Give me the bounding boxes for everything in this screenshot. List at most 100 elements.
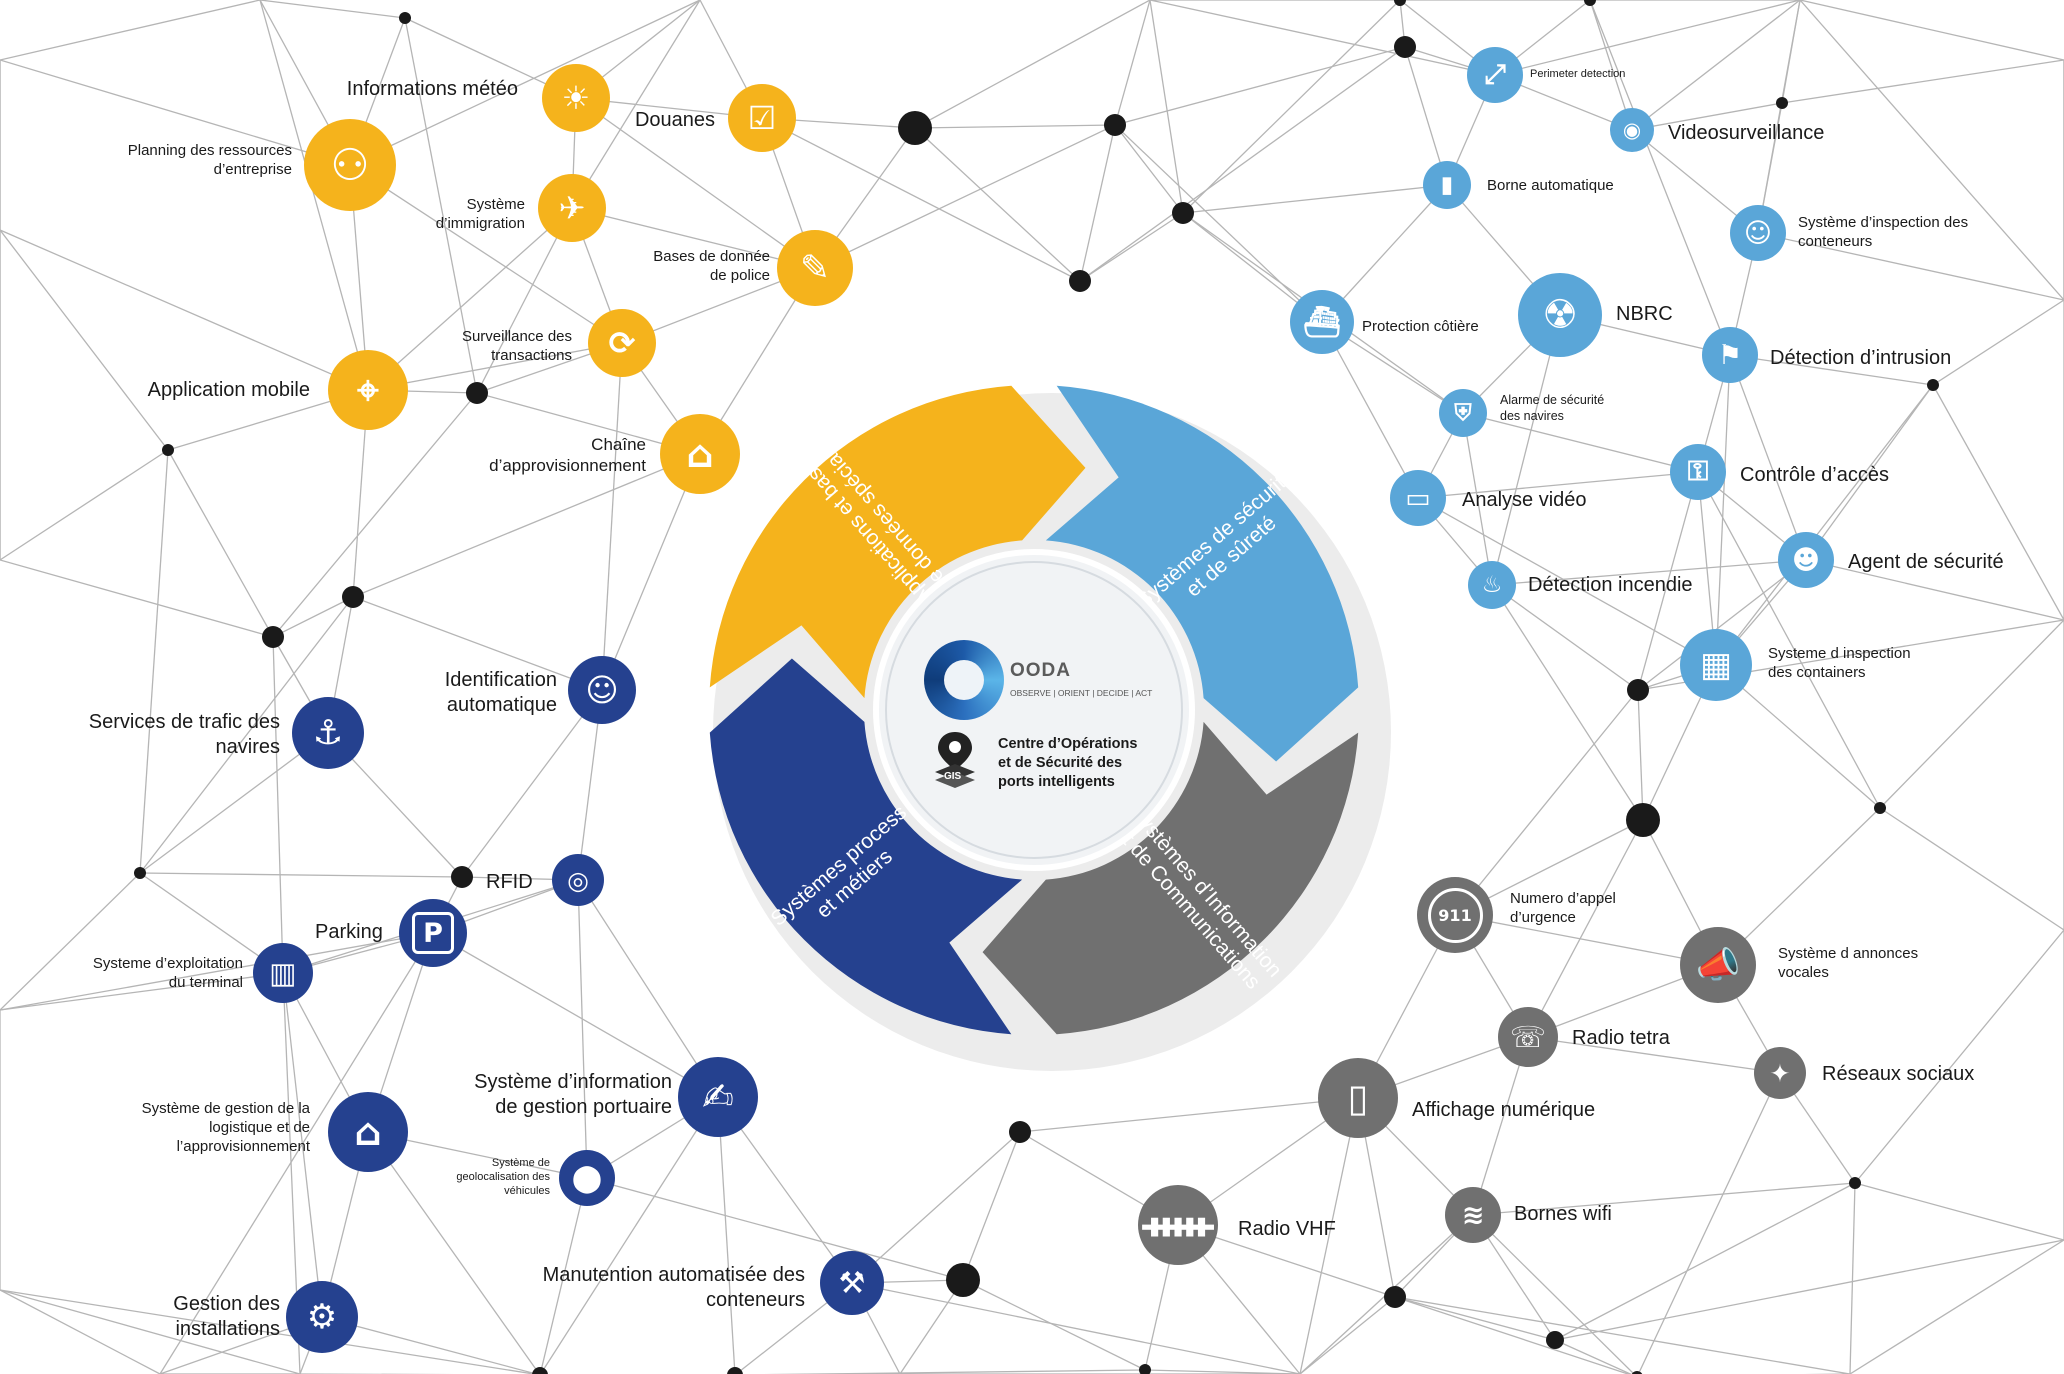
fire-icon: ♨ [1468,561,1516,609]
network-link [1879,619,2064,809]
label-annonces-line: vocales [1778,963,1829,981]
network-node [1584,0,1596,6]
network-node [946,1263,980,1297]
label-vts-line: navires [215,736,280,758]
label-social-line: Réseaux sociaux [1822,1063,1975,1085]
label-erp-line: d’entreprise [213,160,292,178]
network-link [571,207,816,269]
boat-icon: ⛴ [1290,290,1354,354]
label-cotiere-line: Protection côtière [1362,318,1479,335]
cycle-segment-info [982,721,1359,1035]
label-ais-line: automatique [446,694,557,716]
intrusion-icon: ⚑ [1702,327,1758,383]
network-link [1394,1296,1630,1374]
network-link [1491,314,1561,586]
monitor-icon: ▭ [1390,470,1446,526]
network-link [1079,124,1116,282]
megaphone-icon: 📣 [1680,927,1756,1003]
network-link [1182,0,1401,214]
label-pcs-line: Système d’information [474,1071,672,1093]
network-link [139,732,329,874]
network-link [272,392,478,638]
network-node [1631,1371,1643,1374]
network-link [1472,1182,1856,1216]
network-link [1799,0,2064,301]
label-police-line: de police [709,266,770,284]
network-link [0,229,169,451]
network-link [1472,1214,1635,1374]
network-link [571,0,701,209]
network-link [1799,0,2064,61]
label-pcs-line: de gestion portuaire [495,1096,672,1118]
cycle-segment-secu [1045,385,1359,762]
network-link [1554,1239,2064,1341]
network-link [139,596,354,874]
network-node [1627,679,1649,701]
network-link [272,596,354,638]
center-logo-hole [944,660,984,700]
passport-icon: ✈ [538,174,606,242]
ship-traffic-icon: ⚓ [292,697,364,769]
network-link [352,596,603,691]
network-link [1849,1182,1856,1374]
label-erp-line: Planning des ressources [127,142,292,159]
network-link [349,164,623,344]
network-link [1849,1239,2064,1374]
label-parking-line: Parking [315,921,383,943]
label-urgence-line: Numero d’appel [1510,890,1616,907]
network-node [1384,1286,1406,1308]
label-transactions-line: transactions [491,346,572,364]
network-node [262,626,284,648]
label-affichage: Affichage numérique [1412,1098,1595,1123]
network-link [1079,46,1406,282]
label-tos-line: Systeme d’exploitation [92,955,243,972]
emergency-911-icon: 911 [1417,877,1493,953]
network-node [727,1367,743,1374]
label-inspection-line: Système d’inspection des [1798,214,1969,231]
network-link [1491,559,1807,586]
network-link [0,872,141,1011]
mobile-icon: ⌖ [328,350,408,430]
label-supply-line: d’approvisionnement [489,456,646,476]
network-node [399,12,411,24]
label-incendie: Détection incendie [1528,573,1693,598]
gas-mask-icon: ☢ [1518,273,1602,357]
network-node [162,444,174,456]
network-link [1805,384,1934,561]
label-mobile: Application mobile [148,378,310,403]
parking-icon: P [399,899,467,967]
network-link [1527,819,1644,1038]
network-link [367,342,623,391]
network-node [1394,36,1416,58]
network-link [1454,914,1719,966]
network-link [914,124,1116,129]
location-pin-icon: ⬤ [559,1150,615,1206]
network-link [761,117,1081,282]
network-node [342,586,364,608]
cycle-segment-apps [709,385,1086,699]
network-link [1715,664,1881,809]
label-inspection-line: conteneurs [1798,232,1873,250]
label-agent-line: Agent de sécurité [1848,551,2004,573]
label-social: Réseaux sociaux [1822,1062,1974,1087]
radio-icon: ☏ [1498,1007,1558,1067]
network-link [1781,59,2064,104]
label-rfid-line: RFID [486,871,533,893]
label-alarme-line: des navires [1500,408,1564,423]
network-link [1554,1182,1856,1341]
network-link [1114,124,1323,323]
center-title-line2: et de Sécurité des [998,754,1123,771]
network-link [899,1279,964,1374]
center-title-line3: ports intelligents [998,773,1115,790]
network-link [717,1096,736,1374]
network-node [466,382,488,404]
network-node [1172,202,1194,224]
